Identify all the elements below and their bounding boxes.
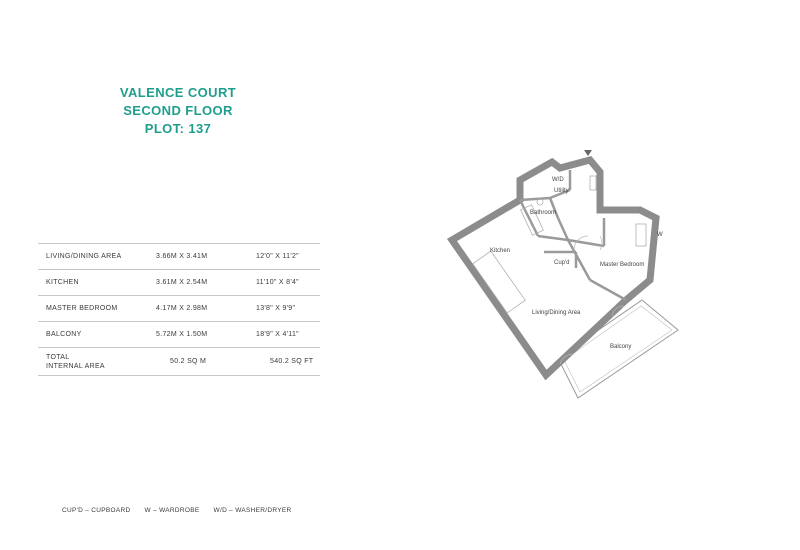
exterior-walls [446,156,660,381]
table-row: BALCONY 5.72M X 1.50M 18'9" X 4'11" [38,322,320,348]
room-imperial: 13'8" X 9'9" [256,305,296,312]
room-imperial: 18'9" X 4'11" [256,331,299,338]
room-metric: 3.66M X 3.41M [156,253,208,260]
entrance-arrow-icon [584,150,592,156]
fixtures [472,175,647,314]
total-imperial: 540.2 SQ FT [270,358,314,365]
legend-item: W – WARDROBE [144,507,200,514]
table-row: KITCHEN 3.61M X 2.54M 11'10" X 8'4" [38,270,320,296]
total-label-line2: INTERNAL AREA [46,362,105,370]
interior-walls [518,170,627,302]
label-cupd: Cup'd [554,260,570,266]
total-metric: 50.2 SQ M [170,358,207,365]
room-name: BALCONY [46,331,82,338]
room-metric: 4.17M X 2.98M [156,305,208,312]
room-imperial: 11'10" X 8'4" [256,279,299,286]
development-name: VALENCE COURT [119,85,237,100]
floor-name: SECOND FLOOR [123,103,233,118]
legend-item: W/D – WASHER/DRYER [213,507,292,514]
room-name: LIVING/DINING AREA [46,253,122,260]
table-row: LIVING/DINING AREA 3.66M X 3.41M 12'0" X… [38,244,320,270]
room-dimensions-table: LIVING/DINING AREA 3.66M X 3.41M 12'0" X… [38,243,320,376]
total-label-line1: TOTAL [46,353,70,361]
balcony-inner [563,305,673,393]
label-utility: Utility [554,188,569,194]
label-kitchen: Kitchen [490,248,510,254]
abbreviation-legend: CUP'D – CUPBOARD W – WARDROBE W/D – WASH… [62,507,292,514]
plot-number: PLOT: 137 [144,121,212,136]
room-metric: 5.72M X 1.50M [156,331,208,338]
room-imperial: 12'0" X 11'2" [256,253,299,260]
doors [559,235,625,365]
plot-title: VALENCE COURT SECOND FLOOR PLOT: 137 [96,84,260,138]
label-living-dining: Living/Dining Area [532,310,581,316]
legend-item: CUP'D – CUPBOARD [62,507,131,514]
floor-plan-drawing: W/D Utility Bathroom Kitchen Cup'd Maste… [446,150,679,399]
room-metric: 3.61M X 2.54M [156,279,208,286]
label-balcony: Balcony [610,344,631,350]
label-master-bedroom: Master Bedroom [600,262,644,268]
balcony-outline [557,299,679,399]
label-bathroom: Bathroom [530,210,556,216]
floor-plan: W/D Utility Bathroom Kitchen Cup'd Maste… [440,140,690,410]
room-name: KITCHEN [46,279,79,286]
table-row: MASTER BEDROOM 4.17M X 2.98M 13'8" X 9'9… [38,296,320,322]
label-wardrobe: W [657,232,663,238]
label-wd: W/D [552,177,564,183]
total-label: TOTAL INTERNAL AREA [38,353,156,371]
room-name: MASTER BEDROOM [46,305,118,312]
total-area-row: TOTAL INTERNAL AREA 50.2 SQ M 540.2 SQ F… [38,348,320,376]
